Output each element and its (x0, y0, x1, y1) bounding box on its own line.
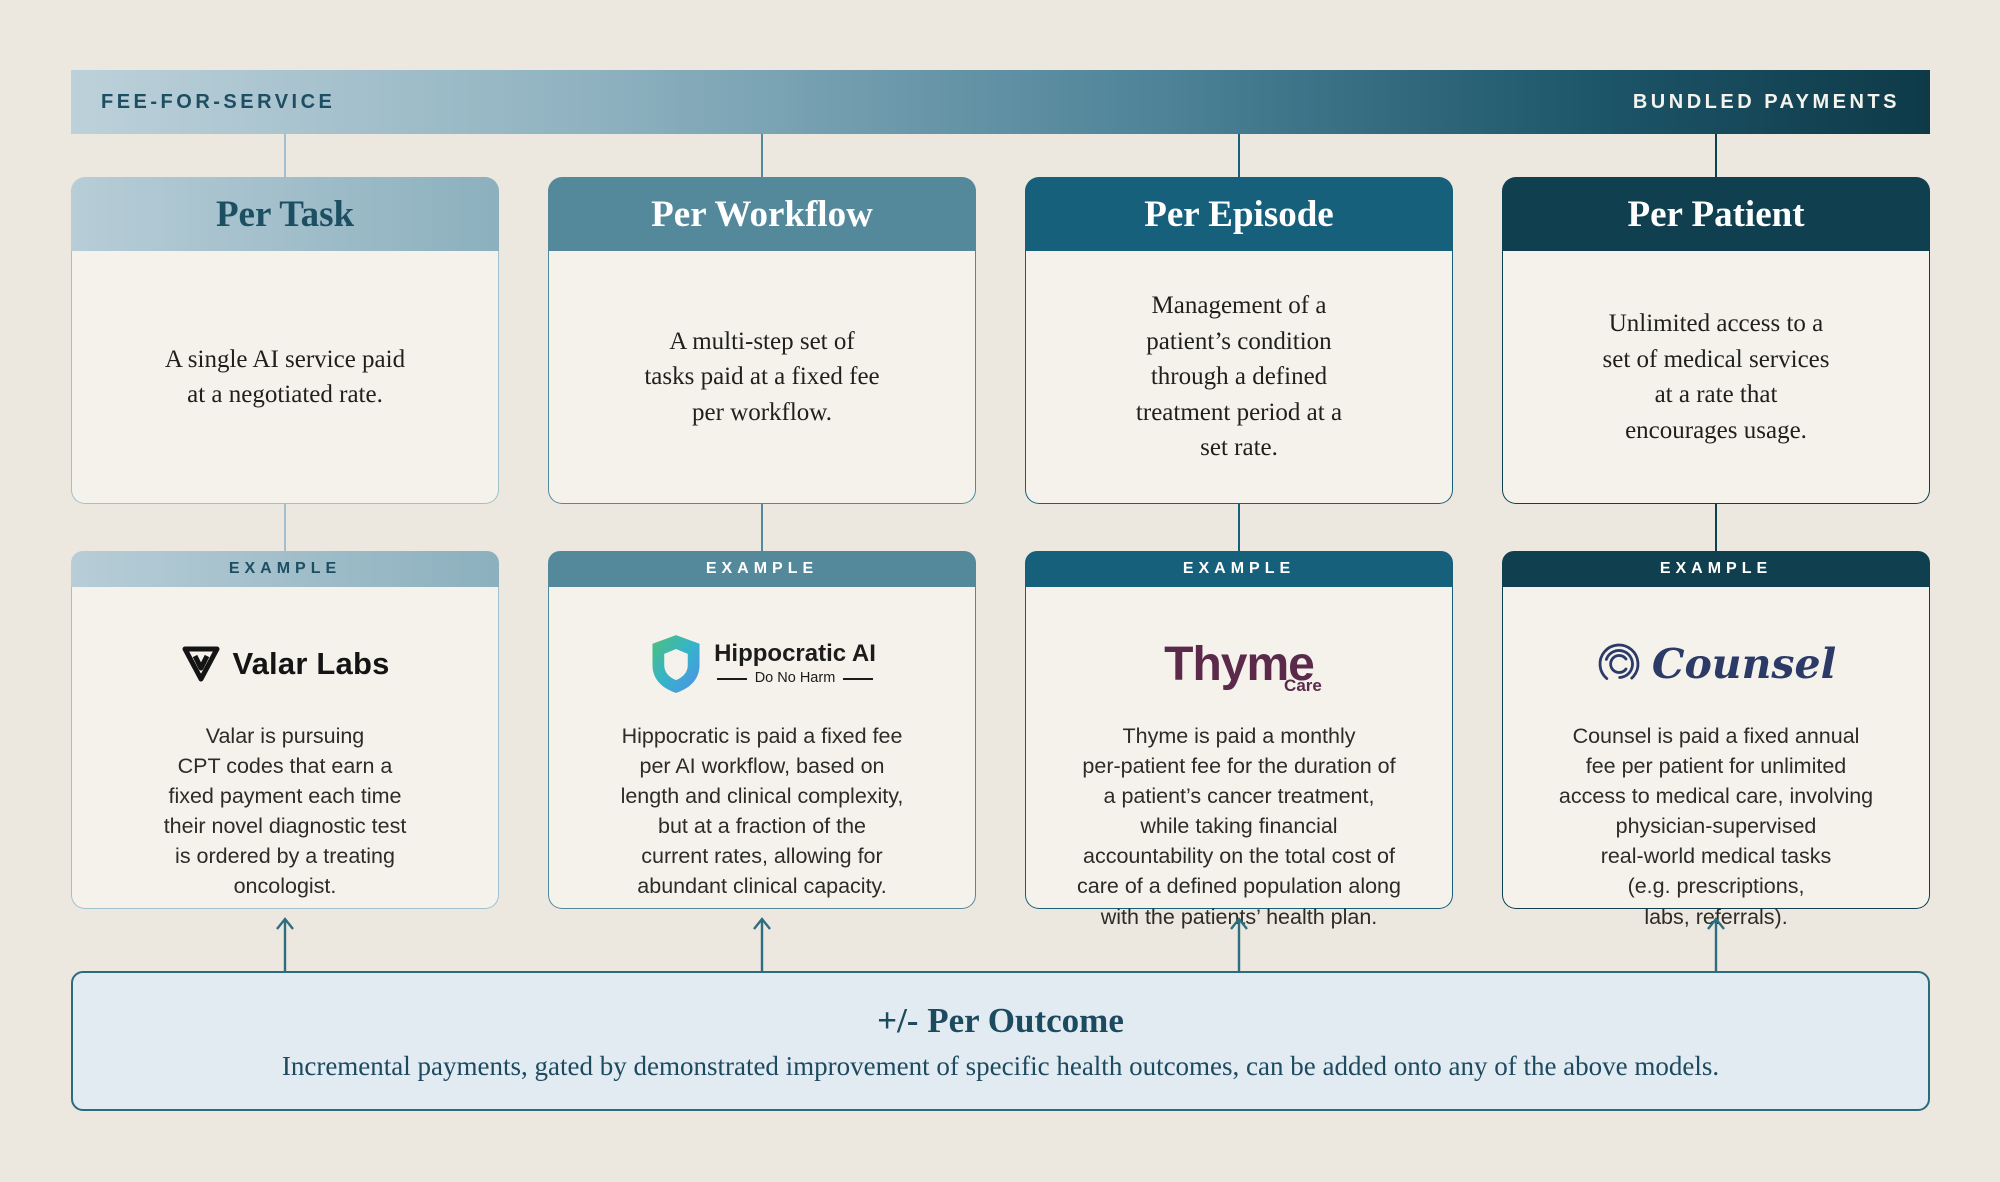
model-descriptions: A single AI service paid at a negotiated… (71, 251, 1930, 504)
example-card-counsel: Counsel Counsel is paid a fixed annual f… (1502, 587, 1930, 929)
connector-line (284, 134, 286, 177)
header-per-workflow: Per Workflow (548, 177, 976, 251)
example-text: Hippocratic is paid a fixed fee per AI w… (620, 724, 904, 899)
model-title: Per Task (215, 193, 355, 235)
example-cards: Valar Labs Valar is pursuing CPT codes t… (71, 587, 1930, 929)
counsel-wordmark: Counsel (1651, 640, 1837, 688)
valar-labs-logo: Valar Labs (72, 621, 498, 707)
example-card-thyme: Thyme Care Thyme is paid a monthly per-p… (1025, 587, 1453, 929)
description-text: A multi-step set of tasks paid at a fixe… (644, 327, 880, 426)
description-card-per-patient: Unlimited access to a set of medical ser… (1502, 251, 1930, 504)
description-card-per-task: A single AI service paid at a negotiated… (71, 251, 499, 504)
example-text: Thyme is paid a monthly per-patient fee … (1077, 724, 1401, 929)
per-outcome-description: Incremental payments, gated by demonstra… (281, 1050, 1720, 1081)
header-per-task: Per Task (71, 177, 499, 251)
top-connectors (71, 134, 1930, 177)
header-per-episode: Per Episode (1025, 177, 1453, 251)
hippocratic-ai-wordmark: Hippocratic AI (714, 639, 876, 667)
connector-line (1238, 134, 1240, 177)
connector-line (1715, 134, 1717, 177)
counsel-fingerprint-icon (1598, 643, 1640, 685)
bundled-payments-label: BUNDLED PAYMENTS (1632, 90, 1900, 113)
model-title: Per Episode (1144, 193, 1334, 235)
example-card-hippocratic: Hippocratic AI Do No Harm Hippocratic is… (548, 587, 976, 909)
description-text: A single AI service paid at a negotiated… (164, 345, 406, 409)
description-card-per-episode: Management of a patient’s condition thro… (1025, 251, 1453, 504)
example-header-per-workflow: EXAMPLE (548, 551, 976, 587)
valar-labs-wordmark: Valar Labs (232, 646, 390, 681)
example-label: EXAMPLE (705, 560, 819, 577)
description-card-per-workflow: A multi-step set of tasks paid at a fixe… (548, 251, 976, 504)
description-text: Management of a patient’s condition thro… (1135, 292, 1343, 462)
valar-triangle-icon (182, 646, 220, 682)
example-card-valar: Valar Labs Valar is pursuing CPT codes t… (71, 587, 499, 909)
hippocratic-shield-icon (652, 635, 700, 693)
example-headers: EXAMPLE EXAMPLE EXAMPLE EXAMPLE (71, 551, 1930, 587)
tagline-dash (843, 678, 874, 680)
connector-line (761, 134, 763, 177)
header-per-patient: Per Patient (1502, 177, 1930, 251)
connector-line (1715, 504, 1717, 551)
per-outcome-bar: +/- Per Outcome Incremental payments, ga… (71, 971, 1930, 1111)
up-arrow-icon (276, 917, 294, 971)
outcome-arrows (71, 909, 1930, 971)
counsel-logo: Counsel (1503, 621, 1929, 707)
thyme-wordmark: Thyme (1164, 637, 1315, 691)
spectrum-bar: FEE-FOR-SERVICE BUNDLED PAYMENTS (71, 70, 1930, 134)
thyme-care-subtext: Care (1284, 675, 1322, 695)
model-headers: Per Task Per Workflow Per Episode Per Pa… (71, 177, 1930, 251)
example-label: EXAMPLE (1659, 560, 1773, 577)
example-text: Counsel is paid a fixed annual fee per p… (1558, 724, 1874, 929)
example-label: EXAMPLE (228, 560, 342, 577)
example-text: Valar is pursuing CPT codes that earn a … (163, 724, 407, 899)
example-label: EXAMPLE (1182, 560, 1296, 577)
fee-for-service-label: FEE-FOR-SERVICE (101, 90, 336, 113)
model-title: Per Workflow (651, 193, 873, 235)
hippocratic-ai-logo: Hippocratic AI Do No Harm (549, 621, 975, 707)
example-header-per-patient: EXAMPLE (1502, 551, 1930, 587)
up-arrow-icon (1707, 917, 1725, 971)
do-no-harm-tagline: Do No Harm (716, 670, 874, 687)
description-text: Unlimited access to a set of medical ser… (1602, 310, 1830, 444)
up-arrow-icon (753, 917, 771, 971)
connector-line (1238, 504, 1240, 551)
up-arrow-icon (1230, 917, 1248, 971)
example-header-per-episode: EXAMPLE (1025, 551, 1453, 587)
middle-connectors (71, 504, 1930, 551)
example-header-per-task: EXAMPLE (71, 551, 499, 587)
model-title: Per Patient (1627, 193, 1805, 235)
thyme-care-logo: Thyme Care (1026, 621, 1452, 707)
tagline-dash (716, 678, 747, 680)
connector-line (761, 504, 763, 551)
connector-line (284, 504, 286, 551)
per-outcome-title: +/- Per Outcome (877, 1000, 1124, 1040)
